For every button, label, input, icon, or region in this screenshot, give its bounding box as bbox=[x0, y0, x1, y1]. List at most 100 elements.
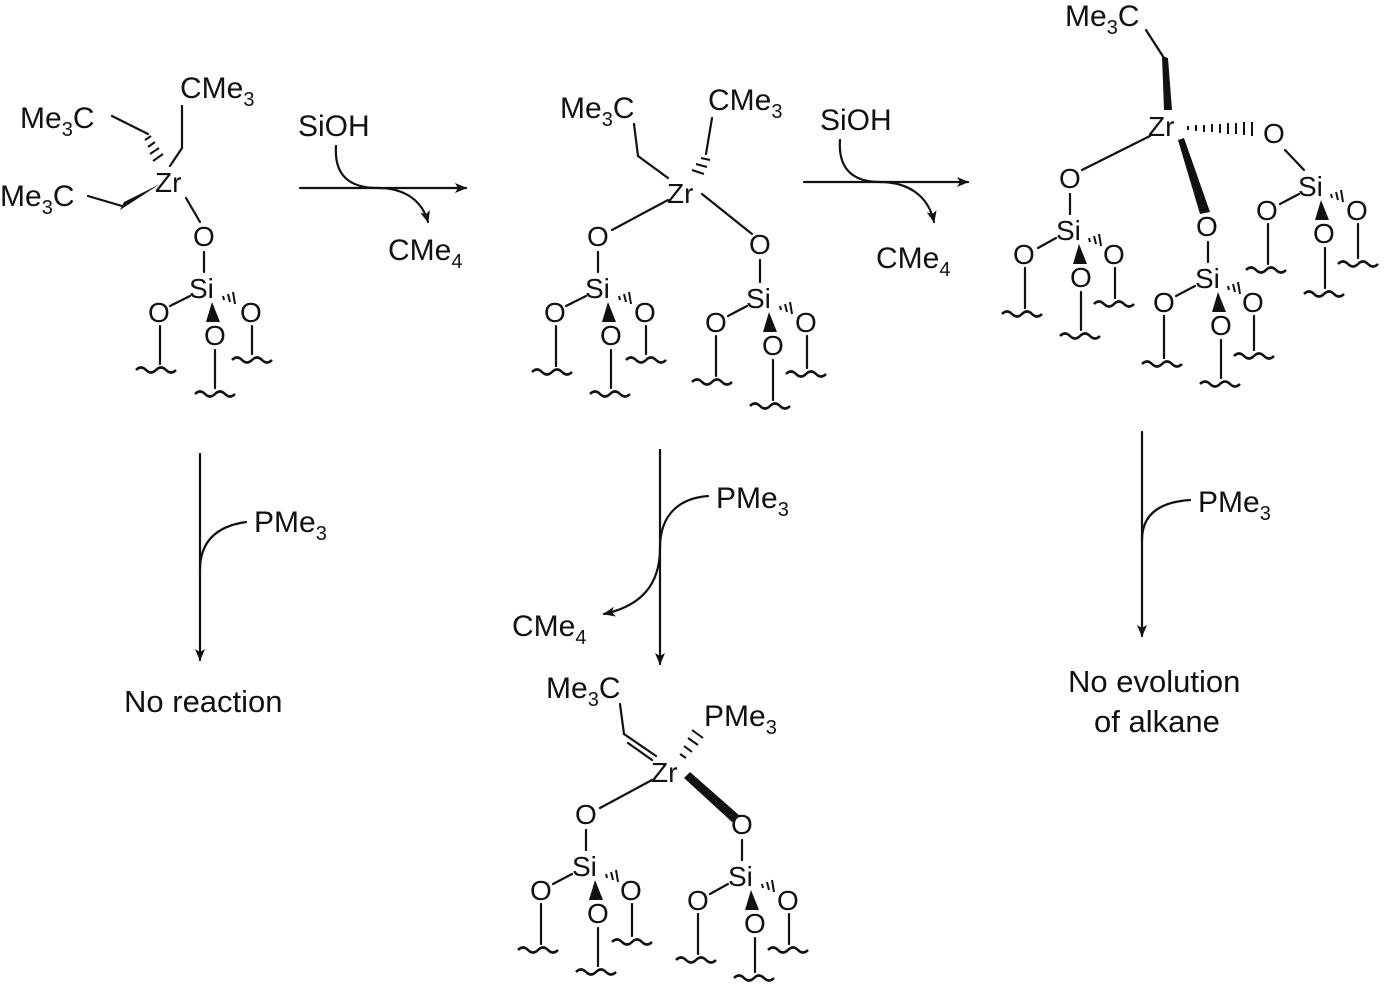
reagent-label: PMe3 bbox=[1198, 486, 1271, 525]
surface-squiggle bbox=[675, 956, 717, 964]
silicon-atom: Si bbox=[1056, 215, 1081, 246]
oxygen-atom: O bbox=[620, 875, 642, 906]
surface-squiggle bbox=[749, 402, 791, 410]
oxygen-atom: O bbox=[1242, 287, 1264, 318]
surface-squiggle bbox=[1001, 310, 1043, 318]
zirconium-atom: Zr bbox=[667, 178, 693, 209]
byproduct-label: CMe4 bbox=[512, 610, 586, 649]
oxygen-atom: O bbox=[744, 908, 766, 939]
reagent-label: PMe3 bbox=[716, 482, 789, 521]
surface-squiggle bbox=[531, 368, 573, 376]
silicon-atom: Si bbox=[585, 273, 610, 304]
silicon-atom: Si bbox=[189, 273, 214, 304]
oxygen-atom: O bbox=[544, 297, 566, 328]
reagent-label: SiOH bbox=[820, 104, 892, 137]
oxygen-atom: O bbox=[204, 320, 226, 351]
phosphine-ligand: PMe3 bbox=[704, 700, 777, 739]
surface-squiggle bbox=[611, 938, 653, 946]
neopentyl-group: CMe3 bbox=[708, 84, 782, 123]
silicon-atom: Si bbox=[1298, 171, 1323, 202]
oxygen-atom: O bbox=[687, 885, 709, 916]
oxygen-atom: O bbox=[587, 221, 609, 252]
reaction-arrow-pme3-monografted: PMe3 No reaction bbox=[124, 452, 327, 719]
oxygen-atom: O bbox=[731, 809, 753, 840]
reagent-label: PMe3 bbox=[254, 506, 327, 545]
byproduct-label: CMe4 bbox=[388, 234, 462, 273]
silicon-atom: Si bbox=[728, 861, 753, 892]
neopentyl-group: Me3C bbox=[0, 180, 160, 219]
silicon-atom: Si bbox=[572, 851, 597, 882]
oxygen-atom: O bbox=[1210, 310, 1232, 341]
neopentyl-group: CMe3 bbox=[168, 72, 254, 168]
compound-neopentylidene-zirconium: Me3C PMe3 Zr O O Si O O O Si O O O bbox=[517, 672, 809, 982]
oxygen-atom: O bbox=[777, 885, 799, 916]
surface-squiggle bbox=[517, 946, 559, 954]
surface-squiggle bbox=[1059, 332, 1101, 340]
compound-trigrafted-zirconium: Me3C Zr O O O Si O O O Si bbox=[1001, 0, 1379, 388]
surface-squiggle bbox=[575, 968, 617, 976]
oxygen-atom: O bbox=[587, 898, 609, 929]
outcome-caption: of alkane bbox=[1094, 704, 1220, 739]
neopentyl-group: Me3C bbox=[20, 102, 164, 162]
compound-bisgrafted-zirconium: Me3C CMe3 Zr O O Si O O O Si O O O bbox=[531, 84, 827, 410]
svg-text:Me3C: Me3C bbox=[0, 180, 74, 219]
svg-text:Me3C: Me3C bbox=[20, 102, 94, 141]
oxygen-atom: O bbox=[1346, 195, 1368, 226]
reaction-arrow-grafting-2: SiOH CMe4 bbox=[802, 104, 970, 281]
oxygen-atom: O bbox=[1070, 262, 1092, 293]
surface-squiggle bbox=[1233, 352, 1275, 360]
oxygen-atom: O bbox=[1196, 211, 1218, 242]
oxygen-atom: O bbox=[795, 307, 817, 338]
outcome-caption: No reaction bbox=[124, 684, 283, 719]
surface-squiggle bbox=[1141, 360, 1183, 368]
surface-squiggle bbox=[691, 378, 733, 386]
oxygen-atom: O bbox=[1256, 195, 1278, 226]
surface-squiggle bbox=[767, 946, 809, 954]
neopentyl-group: Me3C bbox=[1065, 0, 1139, 39]
surface-squiggle bbox=[135, 366, 177, 374]
neopentyl-group: Me3C bbox=[560, 92, 634, 131]
oxygen-atom: O bbox=[148, 297, 170, 328]
silicon-atom: Si bbox=[1195, 263, 1220, 294]
oxygen-atom: O bbox=[762, 330, 784, 361]
surface-squiggle bbox=[231, 356, 273, 364]
oxygen-atom: O bbox=[530, 875, 552, 906]
svg-text:CMe3: CMe3 bbox=[180, 72, 254, 111]
surface-squiggle bbox=[1093, 300, 1135, 308]
surface-squiggle bbox=[733, 974, 775, 982]
zirconium-atom: Zr bbox=[651, 757, 677, 788]
oxygen-atom: O bbox=[1059, 163, 1081, 194]
oxygen-atom: O bbox=[240, 297, 262, 328]
surface-squiggle bbox=[1303, 290, 1345, 298]
silicon-atom: Si bbox=[746, 283, 771, 314]
oxygen-atom: O bbox=[705, 307, 727, 338]
surface-squiggle bbox=[589, 390, 631, 398]
surface-squiggle bbox=[1199, 380, 1241, 388]
surface-squiggle bbox=[785, 370, 827, 378]
byproduct-label: CMe4 bbox=[876, 242, 950, 281]
reaction-arrow-grafting-1: SiOH CMe4 bbox=[298, 110, 468, 273]
surface-squiggle bbox=[1245, 266, 1287, 274]
oxygen-atom: O bbox=[575, 799, 597, 830]
surface-squiggle bbox=[625, 356, 667, 364]
reaction-arrow-pme3-bisgrafted: PMe3 CMe4 bbox=[512, 448, 789, 666]
surface-squiggle bbox=[1337, 260, 1379, 268]
oxygen-atom: O bbox=[600, 320, 622, 351]
oxygen-atom: O bbox=[749, 229, 771, 260]
reagent-label: SiOH bbox=[298, 110, 370, 143]
oxygen-atom: O bbox=[1263, 118, 1285, 149]
reaction-arrow-pme3-trigrafted: PMe3 No evolution of alkane bbox=[1068, 430, 1271, 739]
oxygen-atom: O bbox=[634, 297, 656, 328]
oxygen-atom: O bbox=[1153, 287, 1175, 318]
outcome-caption: No evolution bbox=[1068, 664, 1240, 699]
oxygen-atom: O bbox=[1313, 218, 1335, 249]
oxygen-atom: O bbox=[1013, 239, 1035, 270]
zirconium-atom: Zr bbox=[155, 167, 181, 198]
zirconium-atom: Zr bbox=[1148, 111, 1174, 142]
surface-squiggle bbox=[194, 390, 236, 398]
neopentylidene-group: Me3C bbox=[546, 672, 620, 711]
oxygen-atom: O bbox=[193, 221, 215, 252]
compound-monografted-zirconium: Me3C CMe3 Me3C Zr O Si O O O bbox=[0, 72, 273, 398]
oxygen-atom: O bbox=[1103, 239, 1125, 270]
